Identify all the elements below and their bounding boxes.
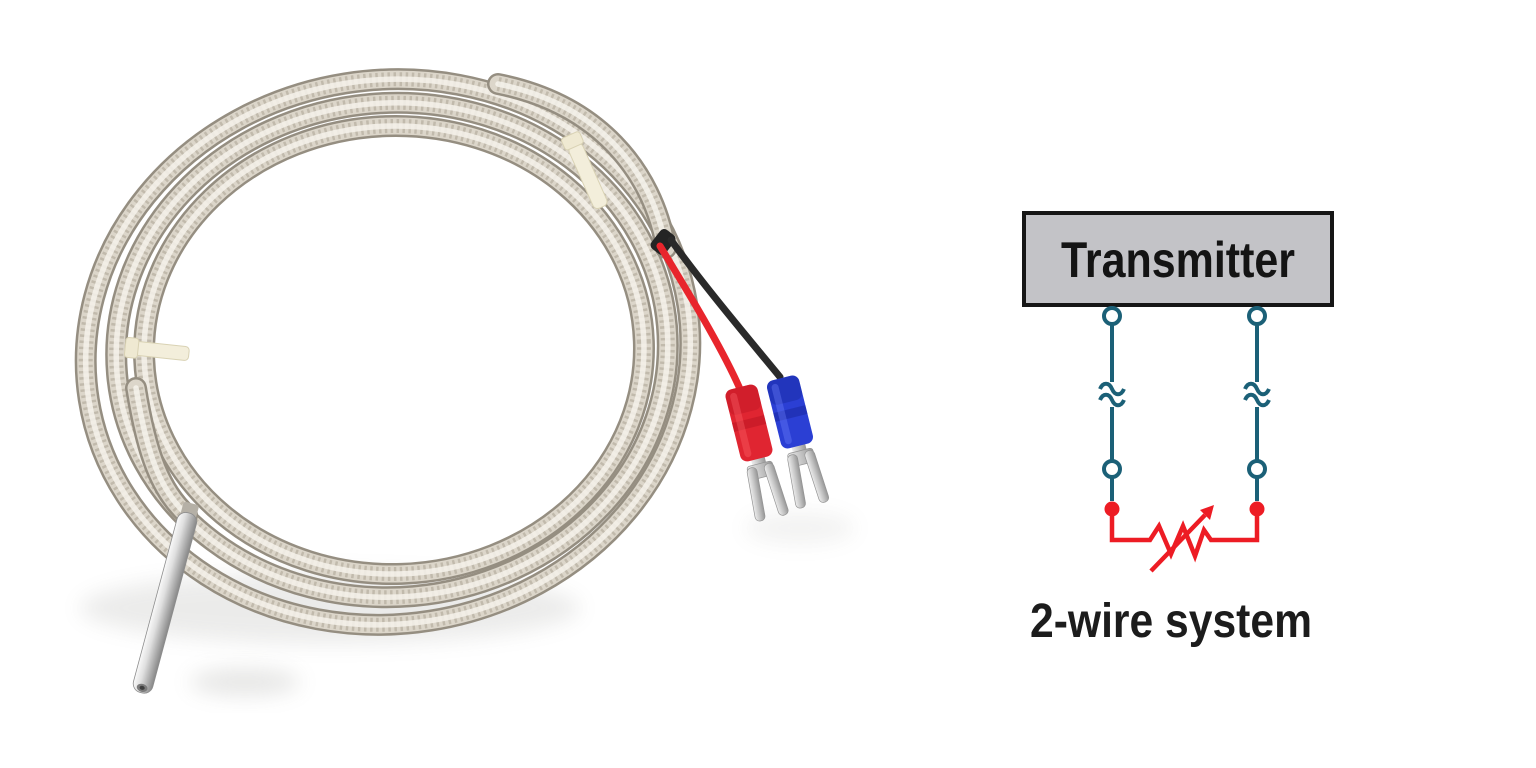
break-symbol [1098, 392, 1126, 408]
cable-tie-left [123, 336, 190, 361]
terminal-circle [1102, 306, 1122, 326]
red-crimp-fork-terminal [725, 384, 789, 522]
left-wire [1098, 306, 1126, 501]
cable-end-sleeve [650, 229, 676, 255]
transmitter-label: Transmitter [1061, 232, 1295, 288]
terminal-shadow [745, 512, 855, 544]
break-symbol [1243, 381, 1271, 397]
arrow-shaft [1149, 513, 1207, 573]
cable-loop-inner [136, 117, 651, 582]
cable-tie-top [561, 131, 608, 210]
rtd-element [1104, 501, 1265, 573]
caption: 2-wire system [1030, 595, 1312, 648]
arrow-head [1200, 505, 1214, 520]
terminal-circle [1102, 459, 1122, 479]
probe-photo [0, 0, 855, 696]
terminal-circle [1247, 306, 1267, 326]
transmitter-box [1022, 211, 1334, 307]
break-symbol [1243, 392, 1271, 408]
resistor-zigzag [1109, 509, 1260, 563]
red-lead-wire [656, 242, 744, 393]
black-lead-wire [667, 236, 784, 381]
fork-blade [787, 440, 830, 509]
fork-blade [746, 453, 789, 522]
stainless-probe-tip [132, 501, 199, 694]
probe-shadow [190, 668, 300, 696]
break-symbol [1098, 381, 1126, 397]
terminal-circle [1247, 459, 1267, 479]
right-wire [1243, 306, 1271, 501]
blue-crimp-fork-terminal [767, 375, 830, 509]
two-wire-diagram: Transmitter 2- [1022, 211, 1334, 648]
